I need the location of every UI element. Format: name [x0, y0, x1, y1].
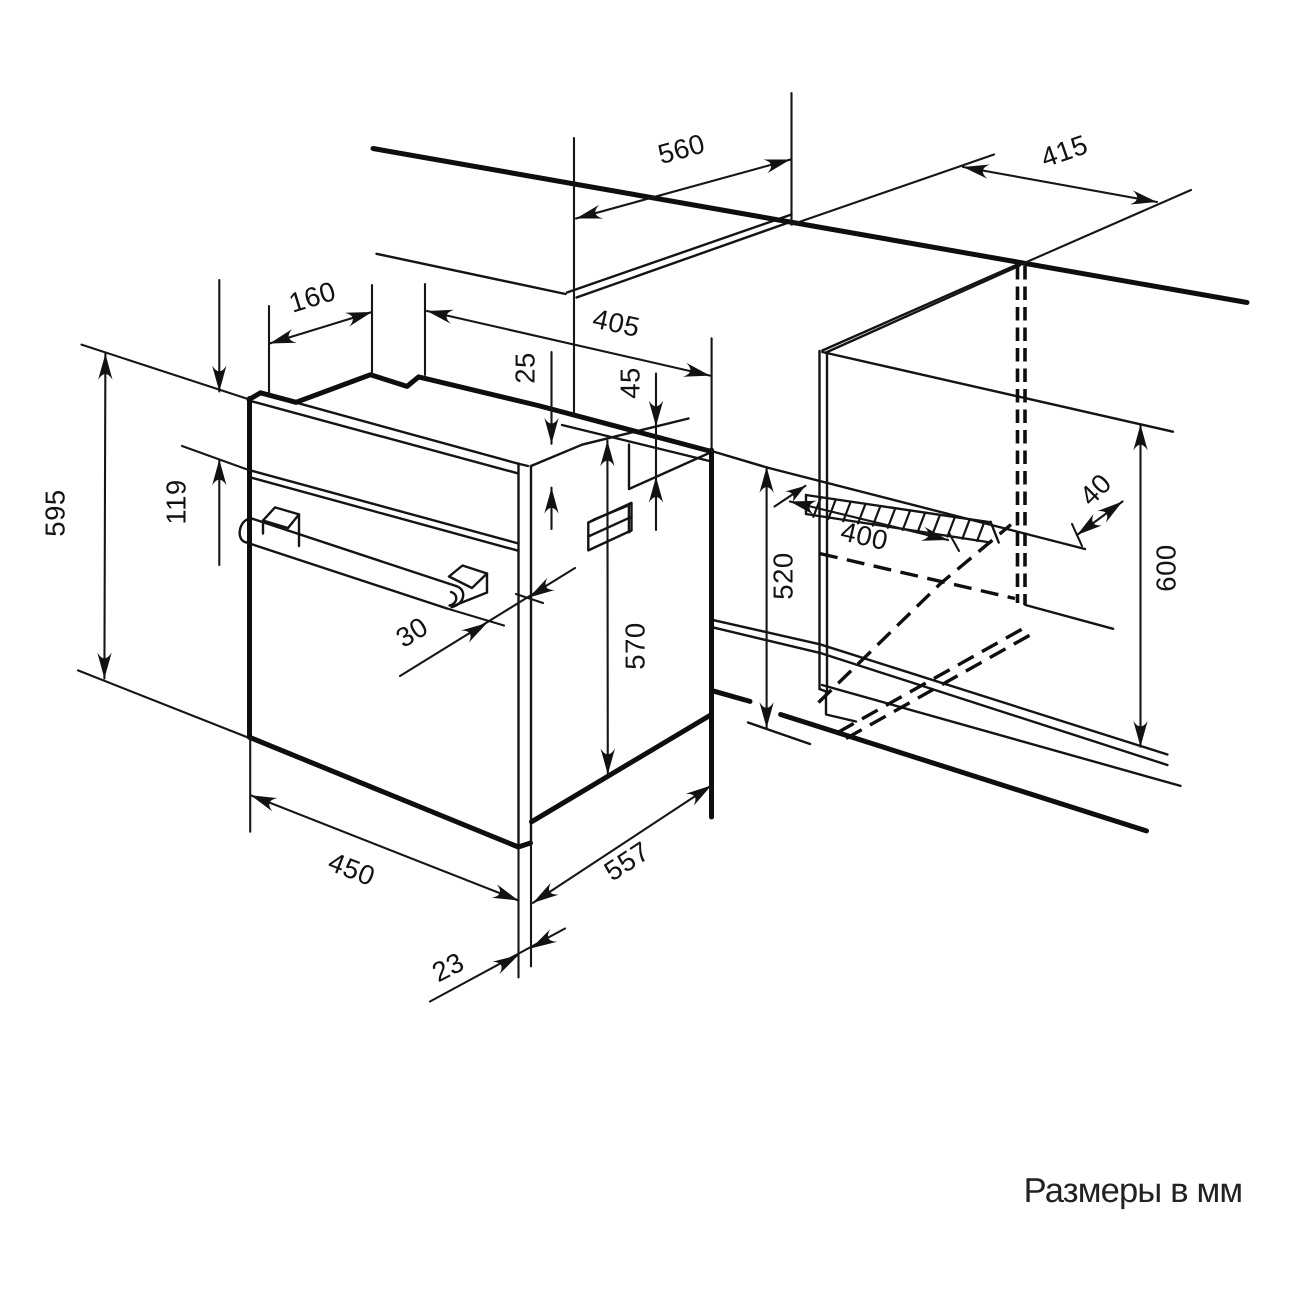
hatch-strokes [812, 496, 986, 543]
dim-label-119: 119 [160, 479, 191, 524]
hidden-dashed-verticals [1015, 266, 1027, 605]
dim-label-600: 600 [1150, 544, 1181, 591]
dim-label-45: 45 [614, 367, 645, 399]
object-lines-thin [238, 213, 1182, 849]
dim-label-570: 570 [619, 622, 650, 669]
dim-label-595: 595 [39, 489, 70, 536]
dimension-arrowheads [97, 159, 1157, 975]
dim-label-520: 520 [767, 552, 798, 599]
hidden-dashed-lines [817, 523, 1032, 740]
units-note: Размеры в мм [1024, 1172, 1243, 1210]
object-lines-thick [246, 146, 1250, 850]
dim-label-25: 25 [509, 352, 540, 384]
dimension-lines [76, 91, 1193, 1003]
